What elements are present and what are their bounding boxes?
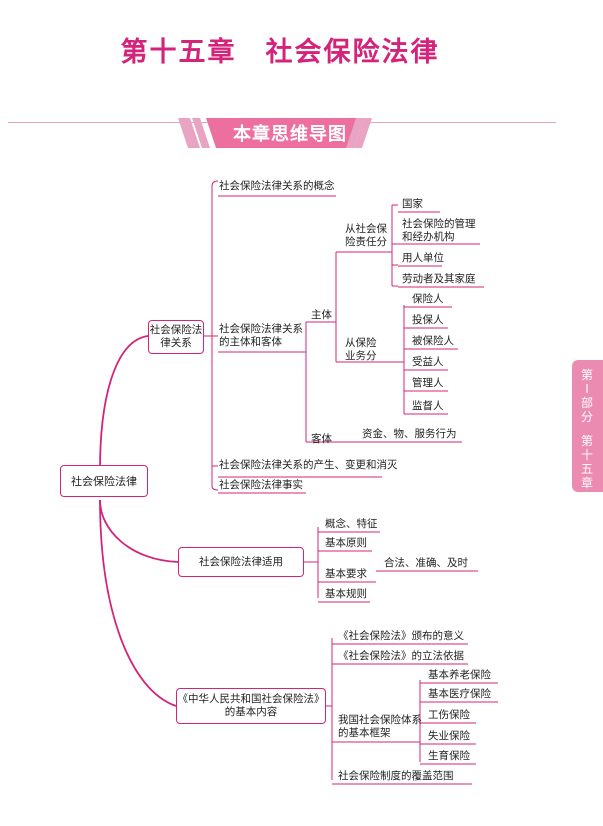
biz-item: 被保险人	[412, 335, 454, 347]
biz-item: 保险人	[412, 293, 444, 305]
application-item: 基本规则	[325, 588, 367, 600]
side-tab-gap	[575, 424, 599, 434]
side-tab-char: Ⅰ	[585, 382, 589, 396]
branch-legal-relations: 社会保险法律关系	[148, 320, 204, 354]
branch-social-insurance-law: 《中华人民共和国社会保险法》的基本内容	[176, 688, 326, 724]
resp-item: 用人单位	[402, 252, 444, 264]
page-title: 第十五章 社会保险法律	[120, 37, 440, 68]
side-tab-label: 第 Ⅰ 部 分 第 十 五 章	[575, 368, 599, 490]
resp-item: 国家	[402, 198, 423, 210]
basis-node: 《社会保险法》的立法依据	[338, 650, 464, 662]
significance-node: 《社会保险法》颁布的意义	[338, 630, 464, 642]
framework-item: 工伤保险	[428, 709, 470, 721]
biz-item: 管理人	[412, 377, 444, 389]
object-node: 客体	[311, 433, 332, 445]
framework-item: 生育保险	[428, 750, 470, 762]
framework-item: 基本养老保险	[428, 669, 491, 681]
biz-item: 投保人	[412, 314, 444, 326]
root-node: 社会保险法律	[60, 465, 148, 497]
application-item: 概念、特征	[325, 518, 378, 530]
coverage-node: 社会保险制度的覆盖范围	[338, 770, 454, 782]
business-group: 从保险业务分	[345, 337, 377, 362]
framework-item: 基本医疗保险	[428, 688, 491, 700]
resp-item: 劳动者及其家庭	[402, 273, 476, 285]
requirement-value: 合法、准确、及时	[384, 557, 468, 569]
object-value: 资金、物、服务行为	[362, 428, 457, 440]
side-tab-char: 章	[580, 476, 593, 490]
concept-node: 社会保险法律关系的概念	[219, 180, 335, 192]
side-tab-char: 五	[580, 462, 593, 476]
side-tab-char: 分	[580, 410, 593, 424]
application-item: 基本要求	[325, 568, 367, 580]
banner-title: 本章思维导图	[233, 124, 347, 145]
branch-law-application: 社会保险法律适用	[178, 547, 304, 577]
application-item: 基本原则	[325, 537, 367, 549]
framework-node: 我国社会保险体系的基本框架	[338, 714, 422, 739]
resp-item: 社会保险的管理和经办机构	[402, 218, 476, 243]
side-tab-char: 部	[580, 396, 593, 410]
side-tab-char: 第	[580, 434, 593, 448]
framework-item: 失业保险	[428, 730, 470, 742]
subject-object-node: 社会保险法律关系的主体和客体	[219, 323, 303, 348]
section-side-tab	[572, 360, 603, 492]
responsibility-group: 从社会保险责任分	[345, 223, 387, 248]
change-node: 社会保险法律关系的产生、变更和消灭	[219, 459, 398, 471]
biz-item: 监督人	[412, 400, 444, 412]
banner-ribbon	[178, 118, 372, 148]
side-tab-char: 第	[580, 368, 593, 382]
biz-item: 受益人	[412, 356, 444, 368]
side-tab-char: 十	[580, 448, 593, 462]
fact-node: 社会保险法律事实	[219, 479, 303, 491]
subject-node: 主体	[311, 309, 332, 321]
